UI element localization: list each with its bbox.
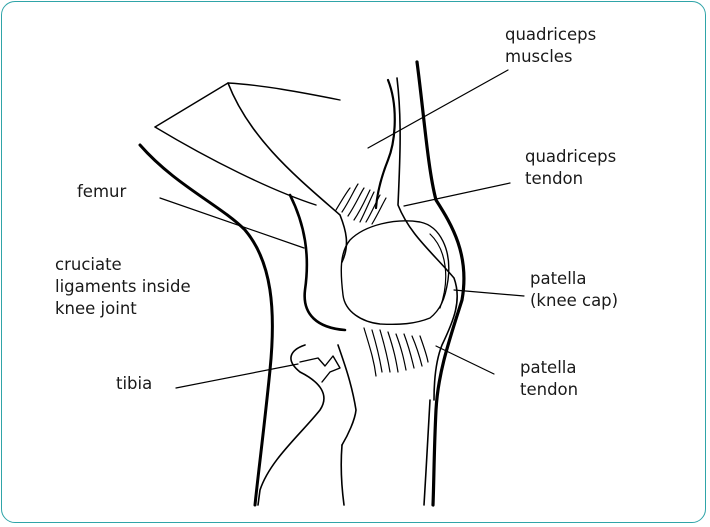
label-patella: patella (knee cap)	[530, 268, 618, 312]
label-cruciate-ligaments: cruciate ligaments inside knee joint	[55, 254, 191, 320]
quadriceps-muscle	[376, 80, 395, 208]
thigh-right-contour	[417, 62, 464, 505]
leader-tibia	[176, 364, 298, 388]
tibia-spine	[300, 356, 340, 382]
femur-upper-edge	[228, 83, 346, 262]
femur-shaft-left	[290, 195, 345, 330]
label-patella-tendon: patella tendon	[520, 357, 578, 401]
patella-tendon-fibers	[364, 328, 428, 376]
tibia-tuberosity	[338, 345, 356, 445]
femur-diagonal	[155, 127, 316, 205]
leader-femur	[160, 198, 304, 248]
label-tibia: tibia	[116, 373, 152, 395]
label-quadriceps-tendon: quadriceps tendon	[525, 146, 616, 190]
leader-quadriceps-tendon	[404, 183, 510, 206]
patella-bump	[430, 234, 446, 308]
tibia-head-left	[258, 345, 324, 505]
label-quadriceps-muscles: quadriceps muscles	[505, 24, 596, 68]
thigh-left-contour	[140, 145, 272, 505]
label-femur: femur	[77, 181, 126, 203]
